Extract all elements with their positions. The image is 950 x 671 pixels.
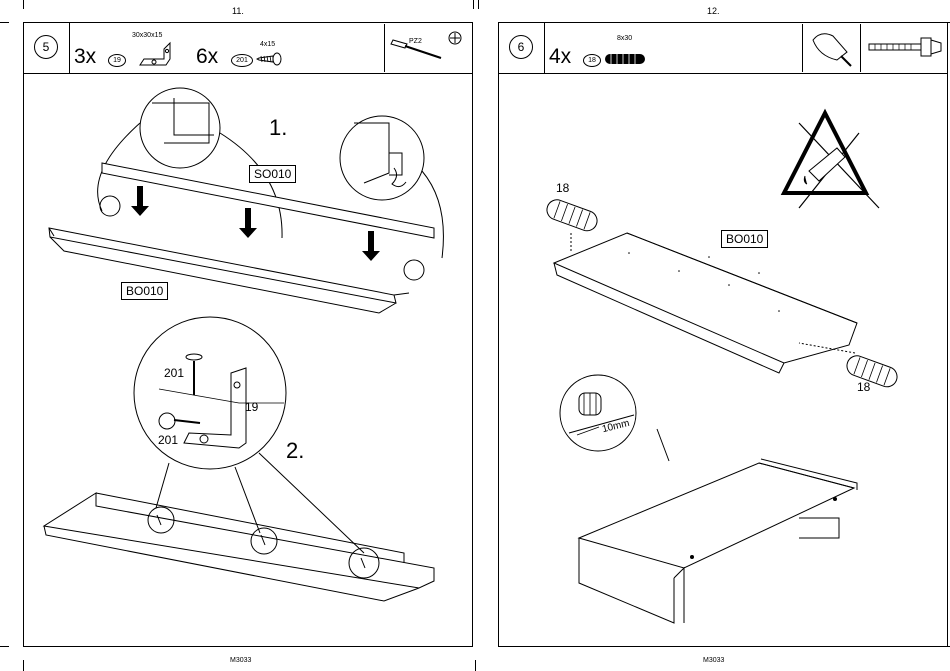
crop-mark — [0, 22, 9, 23]
part-callout-top-board: SO010 — [249, 165, 296, 183]
assembly-illustration — [499, 23, 949, 648]
dowel — [544, 197, 600, 234]
instruction-page-right: 6 4x 18 8x30 — [498, 22, 948, 647]
detail-label-bracket: 19 — [245, 400, 258, 414]
assembly-illustration — [24, 23, 474, 648]
crop-mark — [478, 0, 479, 9]
crop-mark — [23, 660, 24, 671]
dowel-label: 18 — [556, 181, 569, 195]
sub-step-2: 2. — [286, 438, 304, 464]
page-number-right: 12. — [707, 6, 720, 16]
crop-mark — [473, 0, 474, 9]
detail-label-screw: 201 — [164, 366, 184, 380]
dowel-label: 18 — [857, 380, 870, 394]
page-number-left: 11. — [232, 6, 244, 16]
sub-step-1: 1. — [269, 115, 287, 141]
footer-code-left: M3033 — [230, 657, 251, 664]
part-callout-bottom-board: BO010 — [121, 282, 168, 300]
crop-mark — [0, 646, 9, 647]
dowel — [844, 353, 900, 390]
detail-label-screw: 201 — [158, 433, 178, 447]
crop-mark — [23, 0, 24, 9]
part-callout-board: BO010 — [721, 230, 768, 248]
footer-code-right: M3033 — [703, 657, 724, 664]
instruction-page-left: 5 3x 19 30x30x15 6x 201 4x15 PZ2 — [23, 22, 473, 647]
crop-mark — [475, 660, 476, 671]
